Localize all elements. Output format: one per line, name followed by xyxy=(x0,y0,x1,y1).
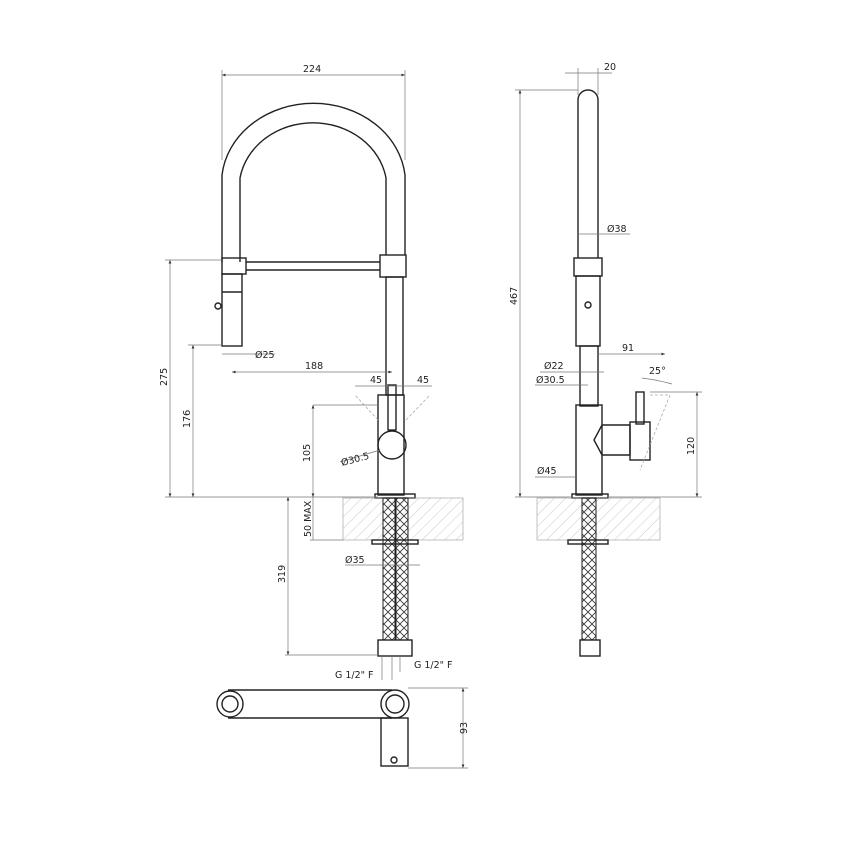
dim-collar-diameter: Ø30.5 xyxy=(536,375,565,386)
front-view xyxy=(214,102,464,657)
dim-total-height: 275 xyxy=(159,368,170,386)
dim-connection-right: G 1/2" F xyxy=(414,660,453,671)
dim-spray-height: 176 xyxy=(182,410,193,428)
dim-spout-diameter: Ø38 xyxy=(607,224,627,235)
dim-body-height: 105 xyxy=(302,444,313,462)
dim-handle-diameter: Ø30.5 xyxy=(340,451,371,469)
dim-hole-diameter: Ø35 xyxy=(345,555,365,566)
dim-width: 224 xyxy=(303,64,321,75)
dim-tube-diameter: Ø22 xyxy=(544,361,564,372)
dim-spray-diameter: Ø25 xyxy=(255,350,275,361)
dim-base-diameter: Ø45 xyxy=(537,466,557,477)
dim-handle-height: 120 xyxy=(686,437,697,455)
dim-spout-width: 20 xyxy=(604,62,616,73)
plan-view: 93 xyxy=(216,687,470,769)
dim-hose-length: 319 xyxy=(277,565,288,583)
side-view xyxy=(536,89,671,657)
dim-max-counter: 50 MAX xyxy=(303,500,314,537)
dim-handle-angle: 25° xyxy=(649,366,666,377)
dim-angle-left: 45 xyxy=(370,375,382,386)
dim-side-height: 467 xyxy=(509,287,520,305)
dim-reach: 188 xyxy=(305,361,323,372)
dim-plan-depth: 93 xyxy=(459,722,470,734)
front-dimensions: 224 275 176 Ø25 188 45 45 105 Ø30.5 50 M… xyxy=(159,64,453,681)
dim-handle-reach: 91 xyxy=(622,343,634,354)
dim-angle-right: 45 xyxy=(417,375,429,386)
dim-connection-left: G 1/2" F xyxy=(335,670,374,681)
side-dimensions: 20 467 Ø38 91 Ø22 Ø30.5 25° 120 Ø45 xyxy=(509,62,702,498)
